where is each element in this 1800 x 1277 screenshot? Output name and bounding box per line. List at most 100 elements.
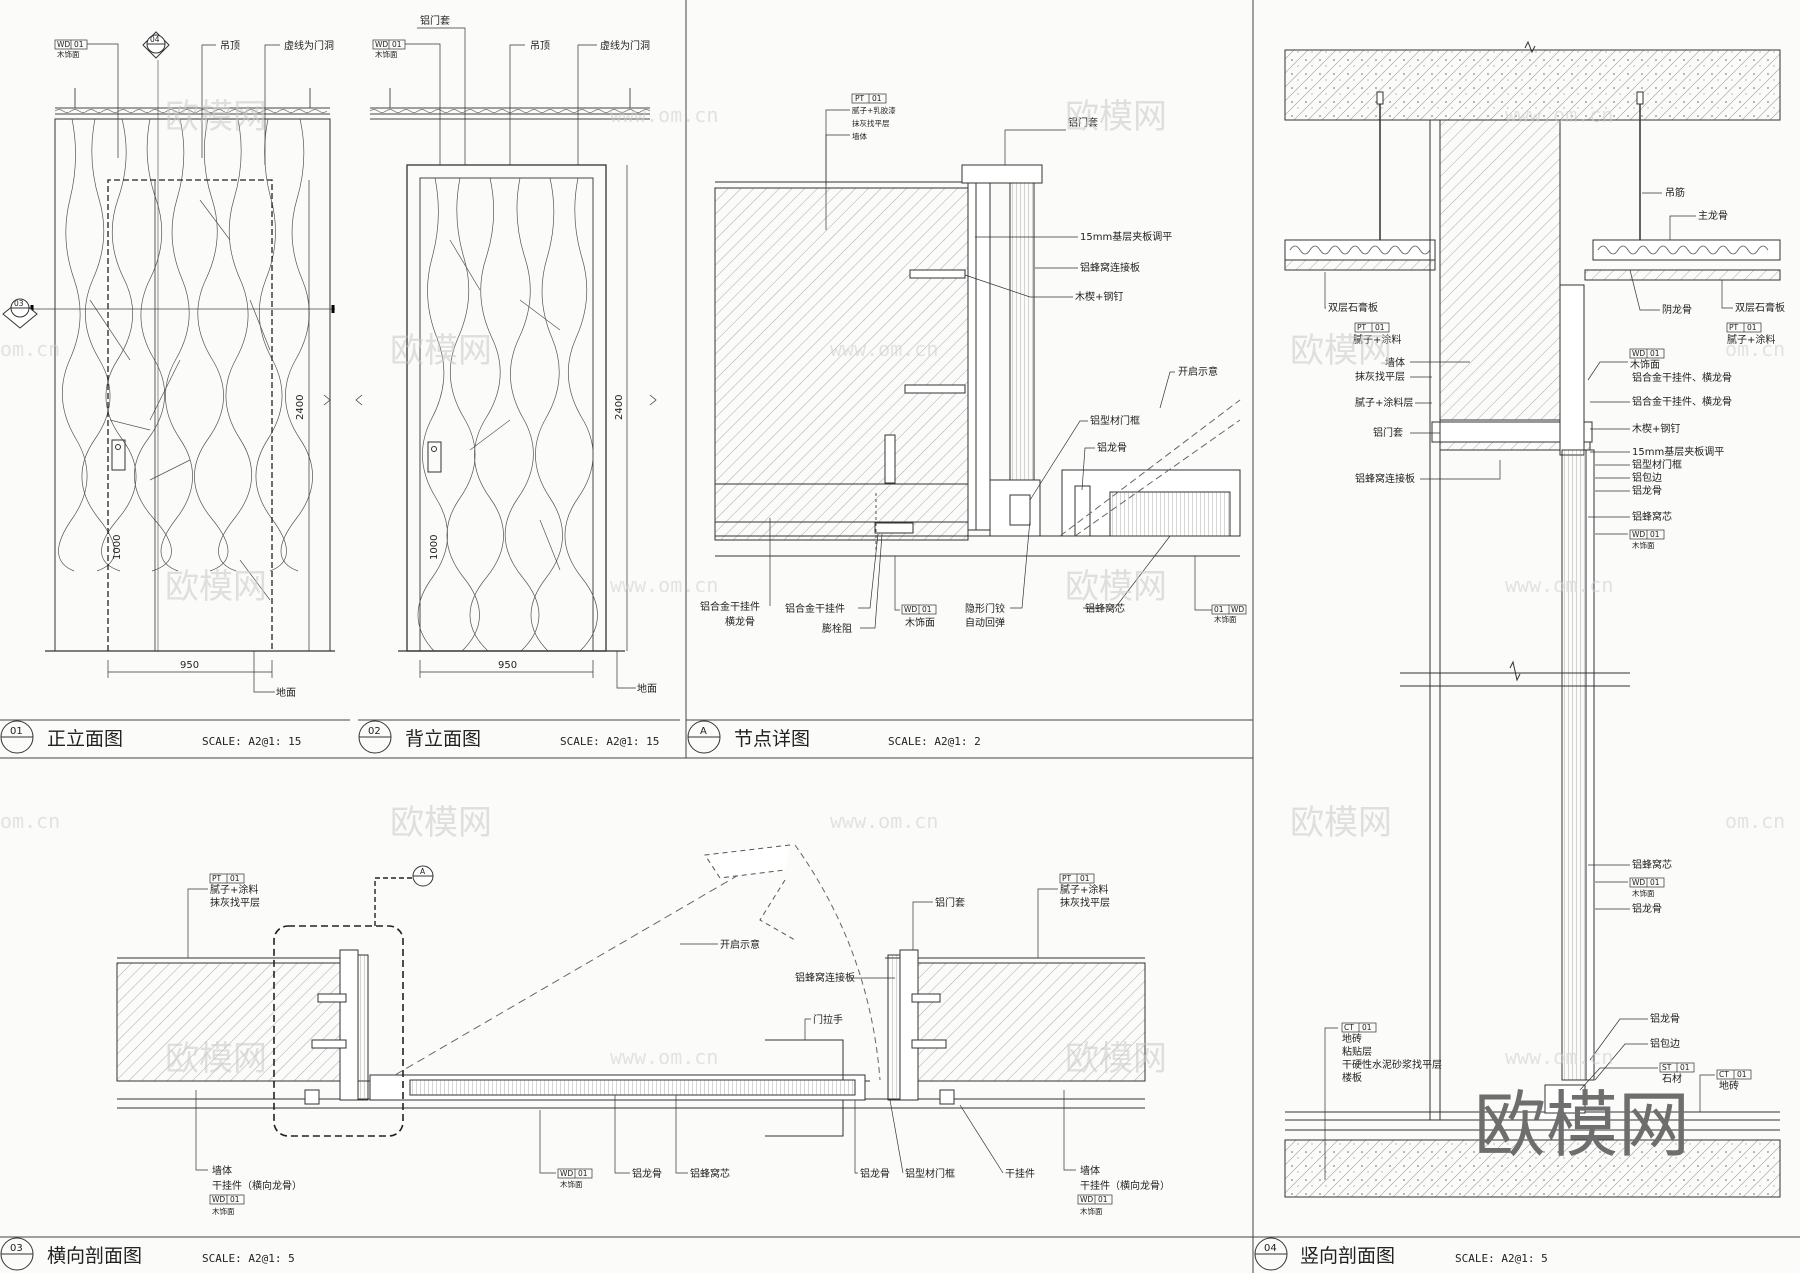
title-block-04-title: 竖向剖面图 <box>1300 1245 1395 1267</box>
section04-glue-label: 粘贴层 <box>1342 1045 1372 1058</box>
brand-watermark: 欧模网 <box>1474 1083 1690 1167</box>
title-block-01-title: 正立面图 <box>47 728 123 750</box>
section04-plaster-label: 抹灰找平层 <box>1355 370 1405 383</box>
section03-left-wd-number: 01 <box>230 1195 240 1204</box>
elev02-tag-number: 01 <box>392 40 402 49</box>
section03-right-hang-label: 干挂件（横向龙骨） <box>1080 1179 1170 1192</box>
section04-wd2-number: 01 <box>1650 530 1660 539</box>
watermark-frag-2: om.cn <box>1725 337 1785 361</box>
section04-frame-label: 铝门套 <box>1373 426 1403 439</box>
section04-right-gyp-label: 双层石膏板 <box>1735 301 1785 314</box>
section04-tile-left-label: 地砖 <box>1342 1032 1362 1045</box>
title-block-03-title: 横向剖面图 <box>47 1245 142 1267</box>
nodeA-bolt-label: 膨栓阻 <box>822 622 852 635</box>
watermark-url-3: www.om.cn <box>830 337 938 361</box>
section03-alumframe-label: 铝型材门框 <box>905 1167 955 1180</box>
nodeA-wd-tag-code: WD <box>904 605 917 614</box>
section04-hanger-label-a: 铝合金干挂件、横龙骨 <box>1632 371 1732 384</box>
elev01-ceiling-label: 吊顶 <box>220 40 240 52</box>
section04-wall-label: 墙体 <box>1385 356 1405 369</box>
nodeA-tag2-number: 01 <box>1214 605 1224 614</box>
watermark-cn-9: 欧模网 <box>165 1039 267 1079</box>
horizontal-section: A PT 01 腻子+涂料 抹灰找平层 PT 01 腻子+涂料 抹灰找平层 铝门… <box>116 844 1170 1216</box>
section04-st-code: ST <box>1662 1063 1672 1072</box>
title-block-02-scale: SCALE: A2@1: 15 <box>560 735 659 748</box>
section04-wood-label: 木饰面 <box>1630 358 1660 371</box>
section-mark-04-label: 04 <box>150 35 160 44</box>
section04-right-putty-label: 腻子+涂料 <box>1727 333 1775 346</box>
watermark-cn-10: 欧模网 <box>1065 1039 1167 1079</box>
elev02-width-dim: 950 <box>498 660 517 671</box>
elev01-tag-number: 01 <box>74 40 84 49</box>
title-block-02-number: 02 <box>368 726 381 737</box>
section04-ply-label: 15mm基层夹板调平 <box>1632 445 1724 458</box>
section03-mid-wd-code: WD <box>560 1169 573 1178</box>
nodeA-layer-1: 腻子+乳胶漆 <box>852 105 896 115</box>
nodeA-hinge-label-1: 隐形门铰 <box>965 602 1005 615</box>
nodeA-wd-tag-number: 01 <box>922 605 932 614</box>
title-block-03-number: 03 <box>10 1243 23 1254</box>
watermark-cn-6: 欧模网 <box>1065 567 1167 607</box>
elev02-ceiling-label: 吊顶 <box>530 40 550 52</box>
watermark-url-8: www.om.cn <box>1505 1045 1613 1069</box>
section04-keel2-label: 铝龙骨 <box>1632 902 1662 915</box>
section03-left-wd-code: WD <box>212 1195 225 1204</box>
nodeA-layer-2: 抹灰找平层 <box>852 118 890 128</box>
watermark-cn-1: 欧模网 <box>165 97 267 137</box>
watermarks: 欧模网 www.om.cn 欧模网 www.om.cn om.cn 欧模网 ww… <box>0 97 1785 1167</box>
section03-left-tag-number: 01 <box>230 874 240 883</box>
section03-keel-label: 铝龙骨 <box>632 1167 662 1180</box>
section04-right-pt-number: 01 <box>1747 323 1757 332</box>
elev02-tag-code: WD <box>375 40 388 49</box>
nodeA-tag-number: 01 <box>872 94 882 103</box>
watermark-cn-7: 欧模网 <box>390 803 492 843</box>
section03-dry-label: 干挂件 <box>1005 1167 1035 1180</box>
back-elevation: WD 01 木饰面 铝门套 吊顶 虚线为门洞 950 2400 1000 地面 <box>355 14 657 695</box>
section03-conn-label: 铝蜂窝连接板 <box>795 971 855 984</box>
watermark-url-5: www.om.cn <box>1505 573 1613 597</box>
section04-keel3-label: 铝龙骨 <box>1650 1012 1680 1025</box>
elev01-tag-code: WD <box>57 40 70 49</box>
section04-ct-right-number: 01 <box>1737 1070 1747 1079</box>
elev02-height-dim: 2400 <box>614 395 625 420</box>
section03-right-wd-number: 01 <box>1098 1195 1108 1204</box>
section03-right-layer-1: 腻子+涂料 <box>1060 883 1108 896</box>
section04-conn-label: 铝蜂窝连接板 <box>1355 472 1415 485</box>
section03-frame-label: 铝门套 <box>935 896 965 909</box>
section04-alumframe-label: 铝型材门框 <box>1632 458 1682 471</box>
section03-left-tag-code: PT <box>212 874 222 883</box>
watermark-cn-5: 欧模网 <box>165 567 267 607</box>
nodeA-tag-code: PT <box>855 94 865 103</box>
watermark-url-1: www.om.cn <box>610 103 718 127</box>
section04-ct-right-code: CT <box>1719 1070 1729 1079</box>
section03-mid-wood-label: 木饰面 <box>560 1179 583 1189</box>
nodeA-conn-label: 铝蜂窝连接板 <box>1080 261 1140 274</box>
watermark-url-4: www.om.cn <box>610 573 718 597</box>
nodeA-hanger-label-1: 铝合金干挂件 <box>700 600 760 613</box>
section04-slab-label: 楼板 <box>1342 1071 1362 1084</box>
section03-pull-label: 门拉手 <box>813 1013 843 1026</box>
nodeA-core-label: 铝蜂窝芯 <box>1085 602 1125 615</box>
title-block-A-number: A <box>700 726 707 737</box>
section03-right-layer-2: 抹灰找平层 <box>1060 896 1110 909</box>
title-block-A-scale: SCALE: A2@1: 2 <box>888 735 981 748</box>
section04-left-gyp-label: 双层石膏板 <box>1328 301 1378 314</box>
nodeA-alumframe-label: 铝型材门框 <box>1090 414 1140 427</box>
node-detail: PT 01 腻子+乳胶漆 抹灰找平层 墙体 铝门套 15mm基层夹板调平 铝蜂窝… <box>700 93 1247 635</box>
nodeA-open-label: 开启示意 <box>1178 365 1218 378</box>
watermark-url-7: www.om.cn <box>610 1045 718 1069</box>
nodeA-screw-label: 木楔+钢钉 <box>1075 290 1123 303</box>
title-block-04-scale: SCALE: A2@1: 5 <box>1455 1252 1548 1265</box>
section03-open-label: 开启示意 <box>720 938 760 951</box>
section04-wd-code: WD <box>1632 349 1645 358</box>
title-block-01-number: 01 <box>10 726 23 737</box>
section04-wd3-code: WD <box>1632 878 1645 887</box>
section03-keel2-label: 铝龙骨 <box>860 1167 890 1180</box>
title-block-03-scale: SCALE: A2@1: 5 <box>202 1252 295 1265</box>
section03-right-wd-code: WD <box>1080 1195 1093 1204</box>
section04-edge2-label: 铝包边 <box>1650 1037 1680 1050</box>
section04-ct-left-number: 01 <box>1362 1023 1372 1032</box>
nodeA-hinge-label-2: 自动回弹 <box>965 616 1005 629</box>
